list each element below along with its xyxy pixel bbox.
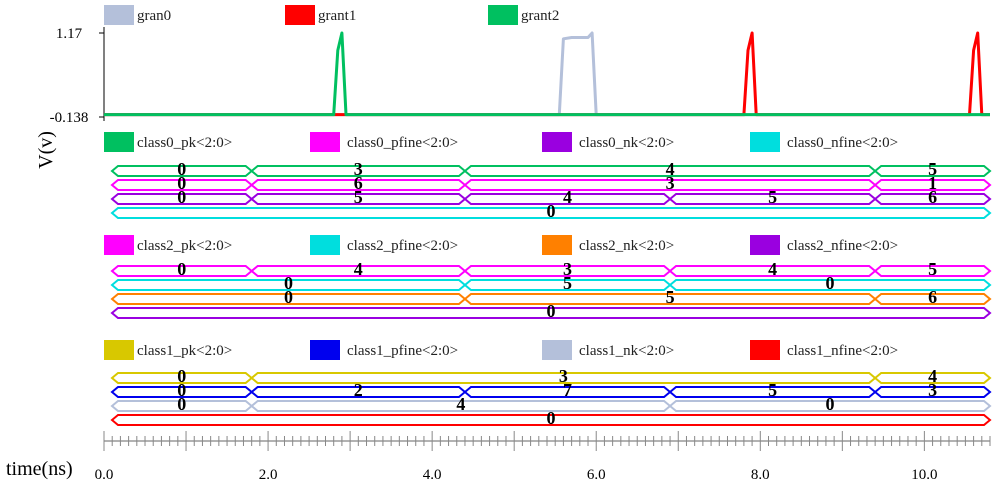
x-tick-label: 4.0	[423, 467, 442, 483]
bus-value-label: 0	[177, 187, 186, 207]
legend-swatch	[285, 5, 315, 25]
bus-value-label: 4	[456, 394, 465, 414]
bus-value-label: 4	[354, 259, 363, 279]
bus-value-label: 3	[928, 380, 937, 400]
series-line-grant1	[104, 31, 990, 117]
bus-value-label: 3	[559, 366, 568, 386]
x-tick-label: 2.0	[259, 467, 278, 483]
legend-swatch	[750, 132, 780, 152]
legend-label: class2_nfine<2:0>	[787, 238, 898, 254]
bus-segment	[873, 265, 992, 277]
series-line-gran0	[104, 31, 990, 117]
bus-value-label: 4	[928, 366, 937, 386]
bus-segment	[873, 386, 992, 398]
legend-swatch	[310, 235, 340, 255]
bus-value-label: 7	[563, 380, 572, 400]
legend: gran0 grant1 grant2 class0_pk<2:0> class0_pf…	[104, 5, 898, 360]
legend-label: class2_pk<2:0>	[137, 238, 232, 254]
bus-value-label: 5	[928, 259, 937, 279]
legend-label: class0_pfine<2:0>	[347, 135, 458, 151]
legend-swatch	[488, 5, 518, 25]
bus-value-label: 0	[547, 301, 556, 321]
bus-value-label: 0	[177, 366, 186, 386]
series-line-grant2	[104, 31, 990, 117]
bus-value-label: 6	[354, 173, 363, 193]
legend-swatch	[750, 235, 780, 255]
y-tick-label: 1.17	[56, 26, 83, 42]
legend-swatch	[104, 132, 134, 152]
bus-segment	[110, 414, 992, 426]
bus-value-label: 4	[768, 259, 777, 279]
bus-value-label: 0	[547, 408, 556, 428]
bus-value-label: 1	[928, 173, 937, 193]
bus-segment	[110, 307, 992, 319]
bus-value-label: 4	[666, 159, 675, 179]
legend-label: class2_nk<2:0>	[579, 238, 674, 254]
bus-segment	[873, 193, 992, 205]
legend-label: class1_nfine<2:0>	[787, 343, 898, 359]
bus-segment	[873, 165, 992, 177]
bus-segment	[110, 207, 992, 219]
legend-swatch	[104, 5, 134, 25]
bus-value-label: 3	[354, 159, 363, 179]
bus-segment	[668, 400, 992, 412]
legend-label: grant2	[521, 8, 559, 24]
bus-value-label: 2	[354, 380, 363, 400]
legend-label: class0_pk<2:0>	[137, 135, 232, 151]
x-tick-label: 10.0	[911, 467, 937, 483]
legend-swatch	[542, 132, 572, 152]
legend-swatch	[750, 340, 780, 360]
bus-value-label: 6	[928, 187, 937, 207]
x-tick-label: 0.0	[95, 467, 114, 483]
legend-label: class0_nfine<2:0>	[787, 135, 898, 151]
time-axis: 0.0 2.0 4.0 6.0 8.0 10.0	[95, 431, 991, 483]
legend-label: class2_pfine<2:0>	[347, 238, 458, 254]
bus-value-label: 3	[563, 259, 572, 279]
bus-value-label: 0	[547, 201, 556, 221]
legend-swatch	[104, 340, 134, 360]
legend-label: class1_nk<2:0>	[579, 343, 674, 359]
legend-swatch	[310, 340, 340, 360]
legend-label: class1_pk<2:0>	[137, 343, 232, 359]
bus-value-label: 0	[177, 159, 186, 179]
bus-segment	[873, 372, 992, 384]
bus-value-label: 0	[826, 273, 835, 293]
bus-value-label: 4	[563, 187, 572, 207]
legend-label: gran0	[137, 8, 171, 24]
legend-swatch	[104, 235, 134, 255]
bus-value-label: 0	[284, 287, 293, 307]
legend-swatch	[542, 340, 572, 360]
bus-value-label: 0	[826, 394, 835, 414]
y-axis-title: V(v)	[35, 131, 57, 169]
bus-segment	[873, 293, 992, 305]
x-tick-label: 6.0	[587, 467, 606, 483]
analog-plot	[104, 31, 990, 117]
x-tick-label: 8.0	[751, 467, 770, 483]
bus-value-label: 5	[563, 273, 572, 293]
legend-swatch	[310, 132, 340, 152]
bus-value-label: 0	[284, 273, 293, 293]
bus-value-label: 5	[928, 159, 937, 179]
bus-value-label: 5	[354, 187, 363, 207]
bus-value-label: 0	[177, 380, 186, 400]
bus-value-label: 3	[666, 173, 675, 193]
legend-label: class1_pfine<2:0>	[347, 343, 458, 359]
bus-value-label: 6	[928, 287, 937, 307]
plot-frame: 1.17 -0.138	[50, 26, 105, 126]
bus-value-label: 5	[666, 287, 675, 307]
legend-label: grant1	[318, 8, 356, 24]
bus-value-label: 0	[177, 173, 186, 193]
bus-segment	[668, 279, 992, 291]
bus-value-label: 5	[768, 380, 777, 400]
legend-swatch	[542, 235, 572, 255]
y-tick-label: -0.138	[50, 110, 89, 126]
legend-label: class0_nk<2:0>	[579, 135, 674, 151]
bus-value-label: 0	[177, 394, 186, 414]
bus-segment	[873, 179, 992, 191]
bus-value-label: 5	[768, 187, 777, 207]
x-axis-title: time(ns)	[6, 458, 73, 480]
bus-value-label: 0	[177, 259, 186, 279]
